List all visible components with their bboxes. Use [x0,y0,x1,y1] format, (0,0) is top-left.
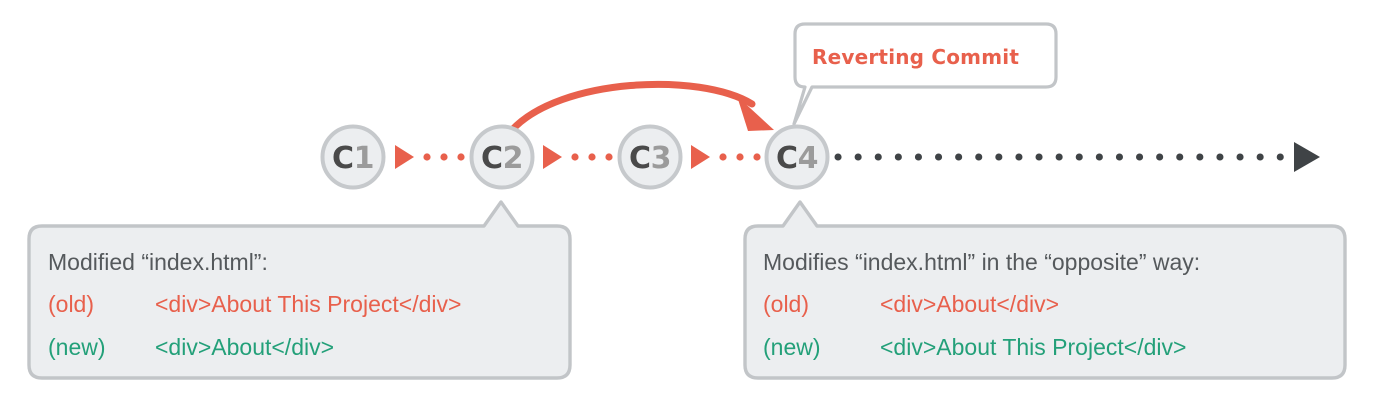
commit-c4-number: 4 [798,141,818,176]
svg-text:C4: C4 [776,141,818,176]
commit-node-c2[interactable]: C2 [469,124,535,190]
svg-text:C2: C2 [481,141,523,176]
description-box-c4: Modifies “index.html” in the “opposite” … [743,200,1347,380]
svg-text:C1: C1 [332,141,374,176]
parent-link-c2-c1 [395,145,465,169]
commit-node-c3[interactable]: C3 [617,124,683,190]
description-box-c2-row1-code: <div>About</div> [155,334,334,360]
description-box-c2: Modified “index.html”: (old) <div>About … [27,200,572,380]
commit-c2-number: 2 [503,141,523,176]
description-box-c2-bubble [27,200,572,380]
description-box-c2-row0-tag: (old) [48,291,94,317]
description-box-c4-row0-code: <div>About</div> [880,291,1059,317]
timeline-arrowhead [1294,142,1320,172]
reverting-commit-callout: Reverting Commit [792,22,1058,126]
timeline-dotted-line [834,142,1320,172]
svg-text:C3: C3 [629,141,671,176]
description-box-c4-bubble [743,200,1347,380]
callout-bubble [792,22,1058,126]
commit-c3-number: 3 [651,141,671,176]
description-box-c4-row0-tag: (old) [763,291,809,317]
commit-c4-letter: C [776,141,798,176]
description-box-c2-row0-code: <div>About This Project</div> [155,291,461,317]
description-box-c4-row1-code: <div>About This Project</div> [880,334,1186,360]
revert-arrowhead [737,96,774,131]
revert-arrow-c2-to-c4 [508,80,774,134]
commit-c1-letter: C [332,141,354,176]
commit-c2-letter: C [481,141,503,176]
commit-c3-letter: C [629,141,651,176]
callout-label: Reverting Commit [812,45,1019,69]
commit-c1-number: 1 [354,141,374,176]
description-box-c4-heading: Modifies “index.html” in the “opposite” … [763,249,1200,275]
description-box-c2-heading: Modified “index.html”: [48,249,268,275]
description-box-c2-row1-tag: (new) [48,334,106,360]
description-box-c4-row1-tag: (new) [763,334,821,360]
parent-link-c3-c2 [543,145,613,169]
parent-link-c4-c3 [691,145,761,169]
commit-node-c4[interactable]: C4 [764,124,830,190]
commit-node-c1[interactable]: C1 [320,124,386,190]
